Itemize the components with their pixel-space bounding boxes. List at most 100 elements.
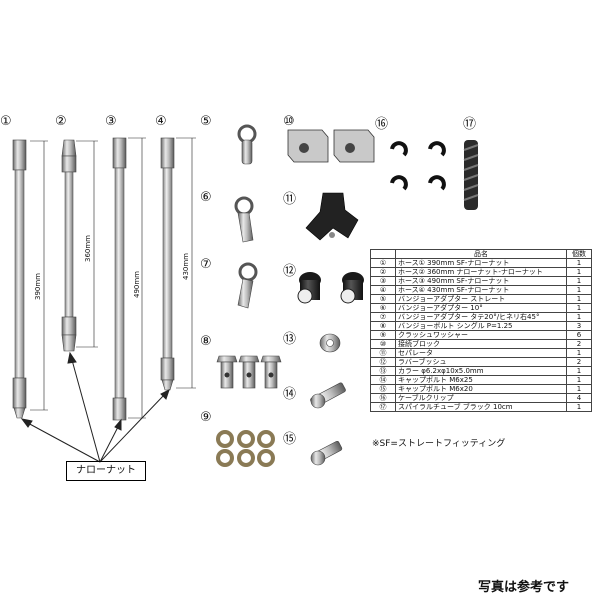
table-cell-qty: 1 (566, 285, 592, 295)
table-cell-no: ⑰ (370, 402, 396, 412)
hose-2-length: 360mm (84, 235, 92, 262)
table-cell-no: ⑨ (370, 330, 396, 340)
hose-2 (61, 139, 77, 352)
connector-blocks (287, 129, 375, 163)
rubber-bushes (297, 272, 364, 304)
table-cell-name: キャップボルト M6x20 (395, 384, 567, 394)
table-cell-qty: 1 (566, 312, 592, 322)
table-header-name: 品名 (395, 249, 567, 259)
banjo-adapter-10deg (234, 196, 254, 243)
table-cell-name: バンジョーアダプター ストレート (395, 294, 567, 304)
cable-clips (390, 141, 446, 191)
table-cell-qty: 1 (566, 294, 592, 304)
table-cell-name: バンジョーアダプター 10° (395, 303, 567, 313)
dimension-lines (30, 137, 196, 419)
table-cell-name: ホース③ 490mm SF-ナローナット (395, 276, 567, 286)
table-cell-name: キャップボルト M6x25 (395, 375, 567, 385)
table-header-no (370, 249, 396, 259)
table-cell-name: ケーブルクリップ (395, 393, 567, 403)
table-cell-name: ホース② 360mm ナローナット-ナローナット (395, 267, 567, 277)
table-cell-name: カラー φ6.2xφ10x5.0mm (395, 366, 567, 376)
banjo-bolts (216, 355, 282, 389)
cap-bolt-m6x25 (310, 382, 346, 409)
table-cell-name: ホース④ 430mm SF-ナローナット (395, 285, 567, 295)
photo-disclaimer: 写真は参考です (478, 580, 570, 595)
table-cell-no: ④ (370, 285, 396, 295)
separator (305, 192, 359, 241)
hose-1-length: 390mm (34, 273, 42, 300)
table-cell-name: セパレータ (395, 348, 567, 358)
cap-bolt-m6x20 (310, 440, 343, 466)
table-cell-no: ⑦ (370, 312, 396, 322)
table-cell-name: 接続ブロック (395, 339, 567, 349)
table-cell-no: ⑫ (370, 357, 396, 367)
item-number-6: ⑥ (200, 190, 212, 205)
table-cell-qty: 2 (566, 339, 592, 349)
item-number-5: ⑤ (200, 114, 212, 129)
item-number-16: ⑯ (375, 117, 389, 132)
table-cell-no: ③ (370, 276, 396, 286)
sf-note: ※SF=ストレートフィッティング (372, 439, 506, 449)
hose-4 (160, 137, 175, 391)
table-cell-qty: 3 (566, 321, 592, 331)
item-number-4: ④ (155, 114, 167, 129)
collar (319, 333, 341, 353)
table-cell-name: スパイラルチューブ ブラック 10cm (395, 402, 567, 412)
hose-4-length: 430mm (182, 253, 190, 280)
banjo-adapter-20deg (237, 262, 258, 309)
item-number-12: ⑫ (283, 264, 297, 279)
table-cell-qty: 1 (566, 384, 592, 394)
item-number-2: ② (55, 114, 67, 129)
table-cell-no: ⑬ (370, 366, 396, 376)
table-cell-qty: 1 (566, 348, 592, 358)
table-cell-qty: 1 (566, 375, 592, 385)
table-cell-qty: 1 (566, 303, 592, 313)
table-cell-no: ⑧ (370, 321, 396, 331)
table-cell-no: ⑯ (370, 393, 396, 403)
table-cell-no: ② (370, 267, 396, 277)
crush-washers (216, 430, 275, 467)
item-number-9: ⑨ (200, 410, 212, 425)
item-number-14: ⑭ (283, 387, 297, 402)
item-number-11: ⑪ (283, 192, 297, 207)
table-cell-name: クラッシュワッシャー (395, 330, 567, 340)
spiral-tube (463, 140, 479, 210)
table-cell-name: ラバーブッシュ (395, 357, 567, 367)
table-cell-qty: 4 (566, 393, 592, 403)
table-cell-name: バンジョーアダプター タテ20°/ヒネリ右45° (395, 312, 567, 322)
table-cell-no: ⑮ (370, 384, 396, 394)
table-cell-qty: 2 (566, 357, 592, 367)
narrow-nut-label: ナローナット (66, 461, 146, 481)
item-number-17: ⑰ (463, 117, 477, 132)
table-cell-no: ⑥ (370, 303, 396, 313)
banjo-adapter-straight (237, 124, 257, 165)
table-cell-no: ⑤ (370, 294, 396, 304)
item-number-15: ⑮ (283, 432, 297, 447)
table-cell-qty: 1 (566, 267, 592, 277)
table-cell-no: ⑩ (370, 339, 396, 349)
table-cell-qty: 1 (566, 402, 592, 412)
table-cell-no: ① (370, 258, 396, 268)
table-cell-name: ホース① 390mm SF-ナローナット (395, 258, 567, 268)
table-cell-qty: 1 (566, 366, 592, 376)
item-number-13: ⑬ (283, 332, 297, 347)
table-header-row: 品名 個数 (370, 249, 592, 259)
